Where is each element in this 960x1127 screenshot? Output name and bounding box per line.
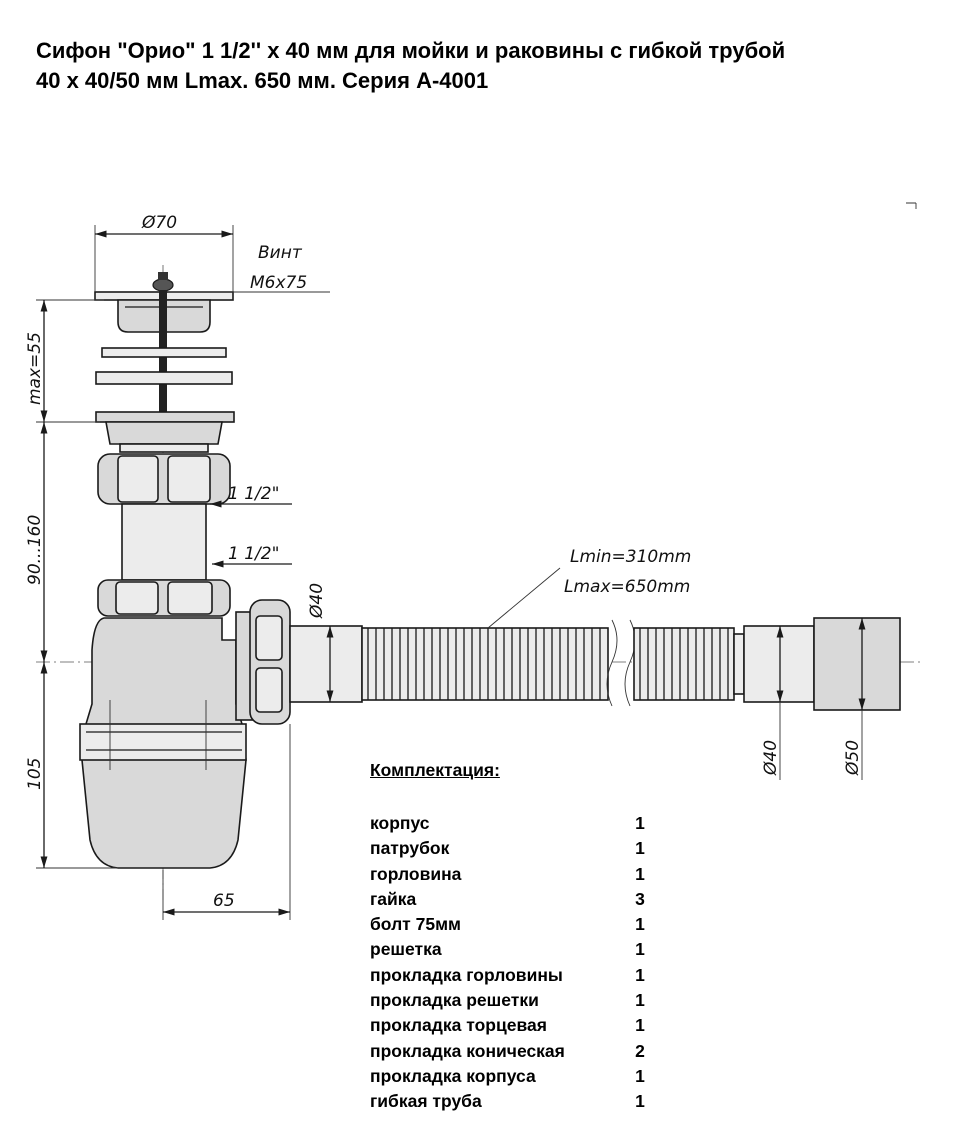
label-90-160: 90...160	[25, 515, 45, 585]
dimension-d40-end: Ø40	[761, 626, 784, 780]
kit-item: патрубок 1	[370, 836, 650, 861]
kit-item-qty: 1	[635, 939, 645, 960]
kit-item-name: прокладка корпуса	[370, 1065, 536, 1086]
kit-item: горловина 1	[370, 862, 650, 887]
kit-item-qty: 1	[635, 838, 645, 859]
kit-item-name: патрубок	[370, 838, 450, 859]
label-d70: Ø70	[141, 213, 177, 233]
dimension-d40-outlet: Ø40	[307, 583, 334, 702]
dimension-d50-end: Ø50	[843, 618, 866, 780]
kit-item-qty: 1	[635, 964, 645, 985]
kit-item-name: решетка	[370, 939, 442, 960]
kit-item: гайка 3	[370, 887, 650, 912]
screw-callout: Винт М6х75	[168, 243, 330, 293]
kit-item-qty: 1	[635, 1091, 645, 1112]
dimension-d70: Ø70	[94, 213, 234, 292]
label-screw: Винт	[258, 243, 303, 263]
kit-item: прокладка горловины 1	[370, 963, 650, 988]
dimension-max55: max=55	[25, 299, 104, 422]
kit-item-qty: 1	[635, 990, 645, 1011]
title-line-2: 40 х 40/50 мм Lmax. 650 мм. Серия А-4001	[36, 68, 489, 93]
outlet-nut	[235, 599, 291, 725]
kit-item-name: болт 75мм	[370, 914, 461, 935]
label-max55: max=55	[25, 332, 45, 405]
dimension-90-160: 90...160	[25, 421, 100, 662]
kit-item-name: прокладка коническая	[370, 1040, 565, 1061]
kit-item-qty: 1	[635, 813, 645, 833]
kit-rows: корпус 1 патрубок 1 горловина 1 гайка 3 болт 75м…	[370, 811, 650, 1115]
kit-item-qty: 1	[635, 1065, 645, 1086]
kit-item-qty: 3	[635, 888, 645, 909]
label-d50-end: Ø50	[843, 740, 863, 776]
kit-item-name: корпус	[370, 813, 430, 833]
neck-flange	[105, 421, 223, 453]
label-d40-end: Ø40	[761, 740, 781, 776]
kit-item-name: прокладка торцевая	[370, 1015, 547, 1036]
kit-item-qty: 1	[635, 1015, 645, 1036]
thread-upper-callout: 1 1/2"	[210, 484, 292, 508]
page-title: Сифон "Орио" 1 1/2'' х 40 мм для мойки и…	[36, 36, 936, 96]
flexible-hose-right	[633, 627, 735, 701]
outlet-pipe	[289, 625, 363, 703]
kit-title: Комплектация:	[370, 760, 500, 780]
kit-item: прокладка корпуса 1	[370, 1064, 650, 1089]
kit-item-name: прокладка горловины	[370, 964, 563, 985]
hose-length-callout: Lmin=310mm Lmax=650mm	[487, 547, 691, 629]
kit-item: гибкая труба 1	[370, 1089, 650, 1114]
sink-gaskets	[95, 347, 235, 423]
kit-item: корпус 1	[370, 811, 650, 836]
kit-item: решетка 1	[370, 937, 650, 962]
kit-item: болт 75мм 1	[370, 912, 650, 937]
upper-nut	[97, 453, 231, 505]
lower-nut	[97, 579, 231, 617]
kit-item: прокладка торцевая 1	[370, 1013, 650, 1038]
label-65: 65	[213, 891, 235, 911]
flexible-hose-left	[361, 627, 609, 701]
thread-lower-callout: 1 1/2"	[212, 544, 292, 568]
title-line-1: Сифон "Орио" 1 1/2'' х 40 мм для мойки и…	[36, 38, 786, 63]
siphon-body	[79, 617, 247, 869]
label-screw-size: М6х75	[250, 273, 307, 293]
kit-item-qty: 1	[635, 914, 645, 935]
label-lmin: Lmin=310mm	[570, 547, 691, 567]
label-105: 105	[25, 758, 45, 790]
neck-tube	[121, 503, 207, 581]
kit-item-qty: 2	[635, 1040, 645, 1061]
hose-end-coupling	[733, 617, 901, 711]
label-d40-outlet: Ø40	[307, 583, 327, 619]
kit-item-name: гибкая труба	[370, 1091, 482, 1112]
kit-list: Комплектация: корпус 1 патрубок 1 горловина 1…	[370, 760, 650, 1115]
kit-item: прокладка решетки 1	[370, 988, 650, 1013]
dimension-105: 105	[25, 662, 118, 869]
label-thread-upper: 1 1/2"	[228, 484, 279, 504]
kit-item-name: горловина	[370, 863, 462, 884]
kit-item: прокладка коническая 2	[370, 1039, 650, 1064]
label-lmax: Lmax=650mm	[564, 577, 690, 597]
kit-item-qty: 1	[635, 863, 645, 884]
label-thread-lower: 1 1/2"	[228, 544, 279, 564]
dimension-65: 65	[162, 724, 291, 920]
kit-item-name: прокладка решетки	[370, 990, 539, 1011]
kit-item-name: гайка	[370, 888, 417, 909]
